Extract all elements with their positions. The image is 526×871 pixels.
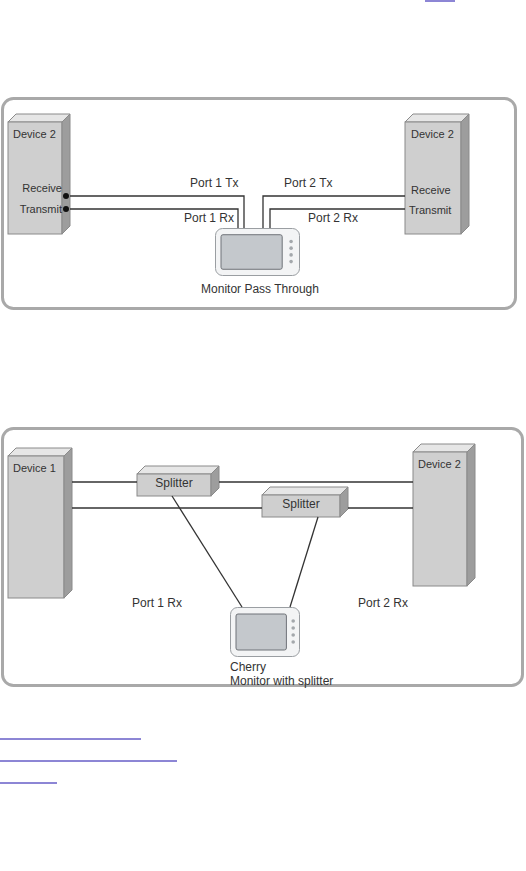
node-title: Cherry [230,661,366,674]
monitor-icon [231,608,300,657]
splitter-box: Splitter [262,487,348,517]
link-underline [425,1,455,2]
monitor-button [289,246,293,250]
node-title: Monitor Pass Through [180,283,340,296]
node-title: Device 2 [411,128,461,141]
box-side-face [340,487,348,517]
port-label: Port 2 Rx [308,211,358,225]
link-underline [0,761,177,762]
diagram-frame [3,429,523,686]
box-front-face [137,474,211,496]
box-top-face [8,448,72,456]
node-title: Device 2 [13,128,63,141]
monitor-button [291,626,295,630]
connector-wire [70,196,244,228]
monitor-button [289,253,293,257]
monitor-button [291,633,295,637]
box-front-face [8,122,62,234]
monitor-button [291,619,295,623]
monitor-button [289,260,293,264]
device-box: Device 1 [8,448,72,598]
monitor-device: Monitor Pass Through [180,228,340,300]
box-side-face [211,466,219,496]
splitter-box: Splitter [137,466,219,496]
connector-wire [290,517,318,607]
link-underline [0,783,57,784]
box-front-face [262,495,340,517]
box-front-face [405,122,461,234]
monitor-device: CherryMonitor with splitter [228,607,368,691]
port-label: Port 2 Tx [284,176,332,190]
node-text: Receive [8,182,62,195]
link-underline [0,739,141,740]
port-dot [63,193,69,199]
device-box: Device 2 [413,444,475,586]
box-top-face [413,444,475,452]
connector-wire [263,196,405,228]
port-label: Port 1 Rx [184,211,234,225]
monitor-button [291,640,295,644]
node-text: Receive [411,184,463,197]
connector-wire [219,481,413,482]
box-top-face [137,466,219,474]
node-title: Device 1 [13,462,65,475]
box-top-face [8,114,70,122]
box-side-face [467,444,475,586]
node-text: Transmit [8,203,62,216]
box-front-face [8,456,64,598]
monitor-body [231,608,300,657]
monitor-body [216,229,300,276]
box-side-face [461,114,469,234]
device-box: Device 2 ReceiveTransmit [8,114,70,234]
port-label: Port 2 Rx [358,596,408,610]
diagram-frame [3,99,516,309]
box-top-face [262,487,348,495]
port-dot [63,206,69,212]
device-box: Device 2 ReceiveTransmit [405,114,469,234]
port-label: Port 1 Rx [132,596,182,610]
node-title: Splitter [137,477,211,490]
connector-wire [70,209,238,228]
port-label: Port 1 Tx [190,176,238,190]
box-top-face [405,114,469,122]
box-side-face [64,448,72,598]
node-title: Splitter [262,498,340,511]
monitor-button [289,240,293,244]
node-text: Monitor with splitter [230,675,366,688]
node-title: Device 2 [418,458,468,471]
connector-wire [348,507,413,508]
node-text: Transmit [409,204,463,217]
monitor-icon [216,229,300,276]
monitor-screen [236,614,286,650]
connector-wire [270,209,405,228]
connector-wire [72,481,137,482]
box-front-face [413,452,467,586]
connector-wire [72,507,262,508]
monitor-screen [221,235,282,270]
box-side-face [62,114,70,234]
connector-wire [172,496,242,607]
